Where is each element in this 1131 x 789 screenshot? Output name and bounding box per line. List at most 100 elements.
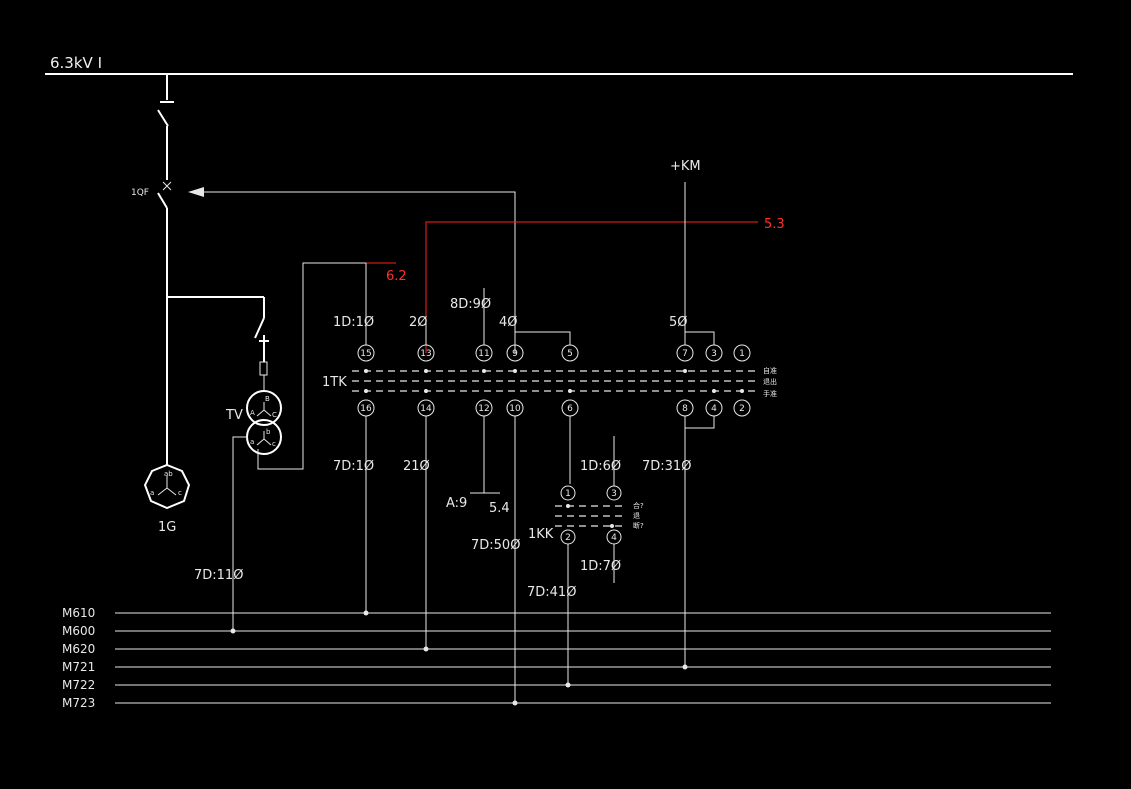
- 1tk-contact-2-label: 2: [739, 404, 745, 414]
- 1tk-contact-11: [475, 344, 493, 362]
- 1tk-contact-11-label: 11: [478, 349, 489, 359]
- 1tk-contact-14-label: 14: [420, 404, 432, 414]
- bus-m721-label: M721: [62, 660, 95, 674]
- breaker-control: [188, 187, 516, 353]
- junction-dot: [565, 682, 571, 688]
- bus-m723-label: M723: [62, 696, 95, 710]
- tv-phase-A: A: [250, 409, 255, 417]
- close-command-wire: [190, 191, 516, 353]
- 1kk-contact-1-label: 1: [565, 489, 571, 499]
- 1kk-dot: [566, 504, 570, 508]
- 1tk-contact-13-label: 13: [420, 349, 431, 359]
- 1tk-contact-16-label: 16: [360, 404, 372, 414]
- 1kk-contact-3-label: 3: [611, 489, 617, 499]
- 1tk-dot: [482, 369, 486, 373]
- 1tk-dot: [712, 389, 716, 393]
- 1tk-contact-1-label: 1: [739, 349, 745, 359]
- tv-to-m600-wire: [232, 436, 248, 631]
- junction-dot: [512, 700, 518, 706]
- 1tk-contact-10-label: 10: [509, 404, 521, 414]
- 1tk-contact-5-label: 5: [567, 349, 573, 359]
- 1tk-contact-3-label: 3: [711, 349, 717, 359]
- bus-m610-label: M610: [62, 606, 95, 620]
- red-references: 5.3 6.2: [366, 217, 785, 353]
- terminal-7d1: 7D:1Ø: [333, 459, 374, 474]
- top-wiring: [365, 263, 715, 345]
- tv-wye-p3: [263, 409, 272, 417]
- 1kk-contact-2-label: 2: [565, 533, 571, 543]
- breaker-label: 1QF: [131, 188, 149, 198]
- bus-label: 6.3kV I: [50, 54, 102, 72]
- switch-1tk-label: 1TK: [322, 375, 347, 390]
- switch-1tk: 1TK 自准 退出 手准 15 13 11 9 5 7 3 1: [322, 344, 777, 417]
- 1tk-dot: [424, 389, 428, 393]
- terminal-8d9: 8D:9Ø: [450, 297, 491, 312]
- tv-wye-s2: [256, 438, 265, 446]
- 1tk-contact-2: [733, 399, 751, 417]
- ref-53-wire: [425, 221, 758, 353]
- 1tk-contact-9: [506, 344, 524, 362]
- 1tk-contact-13: [417, 344, 435, 362]
- 1tk-contact-5: [561, 344, 579, 362]
- tv-phase-C: C: [272, 411, 277, 419]
- generator-label: 1G: [158, 520, 176, 535]
- tv-phase-B: B: [265, 395, 270, 403]
- junction-dot: [230, 628, 236, 634]
- terminal-1d1: 1D:1Ø: [333, 315, 374, 330]
- 1tk-contact-15: [357, 344, 375, 362]
- 1tk-contact-9-label: 9: [512, 349, 518, 359]
- terminal-7d50: 7D:50Ø: [471, 538, 520, 553]
- breaker-cross-b: [162, 181, 172, 191]
- tv-phase-c: c: [272, 440, 276, 448]
- terminal-21: 21Ø: [403, 459, 430, 474]
- gen-phase-c: c: [178, 489, 182, 497]
- 1tk-dot: [683, 369, 687, 373]
- terminal-7d41: 7D:41Ø: [527, 585, 576, 600]
- terminal-labels: 1D:1Ø 2Ø 8D:9Ø 4Ø 5Ø 7D:1Ø 21Ø A:9 5.4 7…: [194, 297, 691, 600]
- terminal-7d11: 7D:11Ø: [194, 568, 243, 583]
- 1kk-pos-open: 断?: [633, 521, 644, 530]
- ref-62-label: 6.2: [386, 269, 407, 284]
- bottom-wiring: [365, 416, 715, 703]
- 1kk-contact-1: [560, 485, 576, 501]
- wire-c9-c5: [515, 331, 571, 345]
- tv-phase-b: b: [266, 428, 271, 436]
- breaker-blade: [157, 192, 168, 209]
- 1tk-dot: [740, 389, 744, 393]
- wire-c7-c3: [685, 331, 715, 345]
- 1kk-contact-4-label: 4: [611, 533, 617, 543]
- generator-symbol: [143, 463, 191, 510]
- gen-phase-ab: ab: [164, 470, 173, 478]
- 1tk-dot: [364, 389, 368, 393]
- 1tk-pos-off: 退出: [763, 377, 777, 386]
- ref-53-label: 5.3: [764, 217, 785, 232]
- gen-wye-2: [157, 487, 168, 496]
- tv-primary-winding: [246, 390, 282, 426]
- 1tk-dot: [424, 369, 428, 373]
- terminal-7d31: 7D:31Ø: [642, 459, 691, 474]
- terminal-2: 2Ø: [409, 315, 428, 330]
- terminal-a9: A:9: [446, 496, 467, 511]
- km-supply: +KM: [670, 159, 701, 345]
- 1tk-contact-12-label: 12: [478, 404, 489, 414]
- terminal-1d7: 1D:7Ø: [580, 559, 621, 574]
- small-buses: M610 M600 M620 M721 M722 M723: [62, 606, 1051, 710]
- 1tk-dot: [364, 369, 368, 373]
- tv-wye-s3: [263, 438, 272, 446]
- junction-dot: [423, 646, 429, 652]
- disconnector-blade: [157, 109, 169, 127]
- km-label: +KM: [670, 159, 701, 174]
- 1tk-contact-6-label: 6: [567, 404, 573, 414]
- bus-m600-label: M600: [62, 624, 95, 638]
- terminal-4: 4Ø: [499, 315, 518, 330]
- bus-m722-label: M722: [62, 678, 95, 692]
- 1tk-contact-8-label: 8: [682, 404, 688, 414]
- voltage-transformer: B A C b a c TV: [225, 262, 366, 631]
- 1tk-dot: [513, 369, 517, 373]
- main-bus: 6.3kV I: [45, 54, 1073, 75]
- switch-1kk: 1KK 合? 退 断? 1 3 2 4: [528, 436, 644, 685]
- tv-phase-a: a: [250, 438, 254, 446]
- tv-wye-p2: [256, 409, 265, 417]
- 1tk-pos-auto: 自准: [763, 366, 777, 375]
